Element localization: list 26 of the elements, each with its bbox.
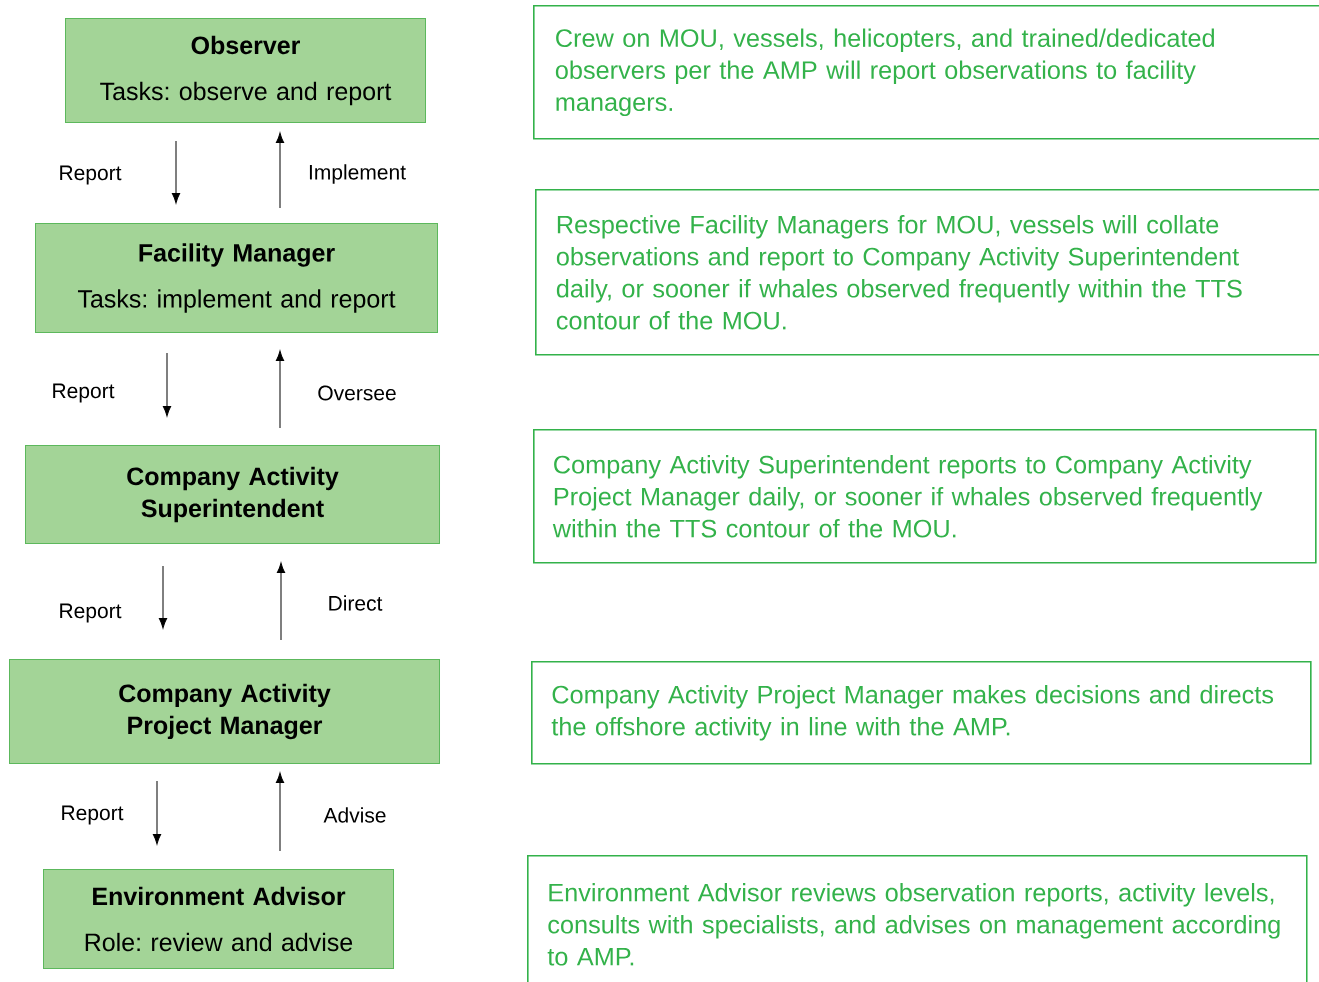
edge-label: Report bbox=[60, 603, 122, 623]
arrow bbox=[152, 780, 162, 845]
edge-label: Report bbox=[62, 805, 124, 825]
edge-label: Oversee bbox=[318, 385, 396, 401]
arrow bbox=[171, 140, 181, 204]
description-box: Company Activity Superintendent reports to Company Activity Project Manager daily, or sooner if whales observed frequently within the TTS contour of the MOU. bbox=[533, 429, 1317, 564]
description-box: Company Activity Project Manager makes decisions and directs the offshore activity in line with the AMP. bbox=[531, 661, 1312, 765]
edge-label: Report bbox=[60, 165, 122, 185]
role-box: Company Activity Project Manager bbox=[9, 659, 440, 764]
role-box: Company Activity Superintendent bbox=[25, 445, 440, 544]
role-box: Environment Advisor Role: review and advise bbox=[43, 869, 394, 969]
edge-label: Advise bbox=[323, 807, 386, 823]
arrow bbox=[158, 565, 168, 629]
edge-label: Report bbox=[53, 383, 115, 403]
arrow bbox=[275, 772, 285, 852]
role-box: Facility Manager Tasks: implement and report bbox=[35, 223, 438, 333]
arrow bbox=[275, 132, 285, 209]
description-box: Environment Advisor reviews observation reports, activity levels, consults with specialists, and advises on management according to AMP. bbox=[527, 855, 1308, 982]
edge-label: Direct bbox=[329, 595, 383, 611]
description-box: Respective Facility Managers for MOU, vessels will collate observations and report to Company Activity Superintendent daily, or sooner if whales observed frequently within the TTS contour of the MOU. bbox=[535, 189, 1319, 356]
role-box: Observer Tasks: observe and report bbox=[65, 18, 426, 123]
arrow bbox=[275, 350, 285, 429]
arrow bbox=[162, 352, 172, 417]
description-box: Crew on MOU, vessels, helicopters, and trained/dedicated observers per the AMP will report observations to facility managers. bbox=[533, 5, 1319, 140]
arrow bbox=[276, 562, 286, 641]
edge-label: Implement bbox=[309, 164, 406, 184]
